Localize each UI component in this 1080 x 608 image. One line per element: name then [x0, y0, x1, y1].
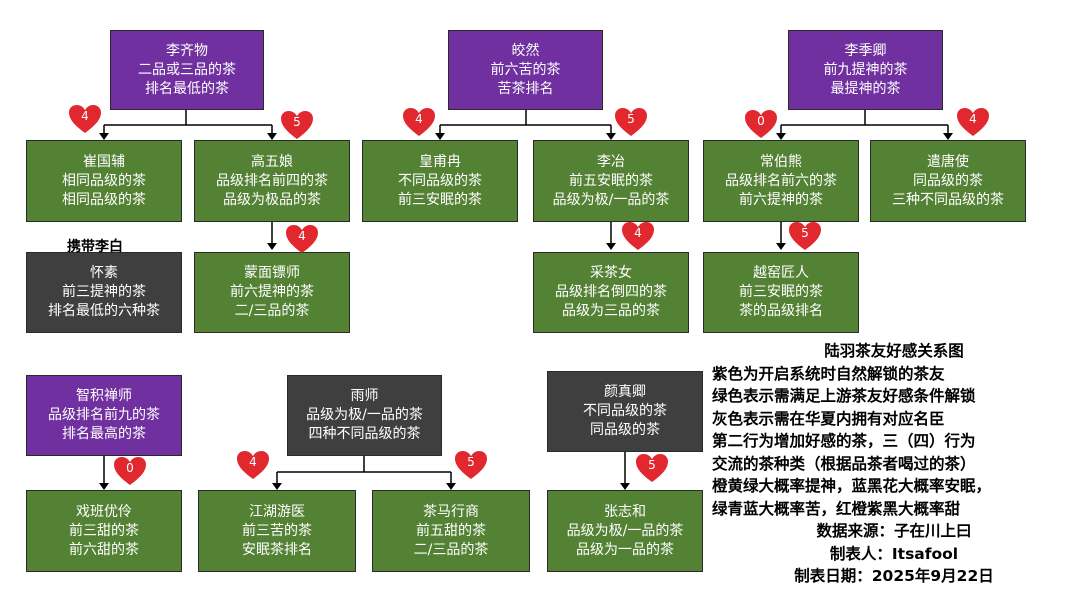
heart-icon: 0	[744, 109, 778, 139]
node-xiban: 戏班优伶 前三甜的茶 前六甜的茶	[26, 490, 182, 572]
heart-icon: 4	[956, 107, 990, 137]
legend-source: 数据来源：子在川上曰	[816, 522, 972, 540]
legend-line: 第二行为增加好感的茶，三（四）行为	[712, 432, 976, 450]
heart-icon: 5	[280, 110, 314, 140]
heart-icon: 4	[621, 221, 655, 251]
heart-icon: 4	[68, 104, 102, 134]
legend-line: 灰色表示需在华夏内拥有对应名臣	[712, 409, 945, 428]
node-mengmian: 蒙面镖师 前六提神的茶 二/三品的茶	[194, 252, 350, 333]
legend-date: 制表日期：2025年9月22日	[794, 567, 994, 585]
node-jianghu: 江湖游医 前三苦的茶 安眠茶排名	[198, 490, 356, 572]
node-cuiguofu: 崔国辅 相同品级的茶 相同品级的茶	[26, 140, 182, 222]
node-lijiqing: 李季卿 前九提神的茶 最提神的茶	[788, 30, 943, 110]
heart-icon: 5	[788, 221, 822, 251]
heart-icon: 4	[236, 450, 270, 480]
node-huangfuran: 皇甫冉 不同品级的茶 前三安眠的茶	[362, 140, 518, 222]
node-chama: 茶马行商 前五甜的茶 二/三品的茶	[372, 490, 530, 572]
node-liqiwu: 李齐物 二品或三品的茶 排名最低的茶	[110, 30, 264, 110]
heart-icon: 4	[285, 224, 319, 254]
node-zhangzhihe: 张志和 品级为极/一品的茶 品级为一品的茶	[547, 490, 703, 572]
heart-icon: 0	[113, 456, 147, 486]
node-changboxiong: 常伯熊 品级排名前六的茶 前六提神的茶	[703, 140, 859, 222]
legend-line: 绿色表示需满足上游茶友好感条件解锁	[712, 387, 976, 405]
heart-icon: 5	[454, 450, 488, 480]
carry-libai-label: 携带李白	[67, 239, 123, 255]
node-yushi: 雨师 品级为极/一品的茶 四种不同品级的茶	[287, 375, 442, 456]
legend-panel: 陆羽茶友好感关系图 紫色为开启系统时自然解锁的茶友 绿色表示需满足上游茶友好感条…	[712, 340, 1076, 588]
node-caichanv: 采茶女 品级排名倒四的茶 品级为三品的茶	[533, 252, 689, 333]
legend-line: 紫色为开启系统时自然解锁的茶友	[712, 364, 945, 383]
legend-line: 交流的茶种类（根据品茶者喝过的茶）	[712, 454, 976, 473]
legend-author: 制表人：Itsafool	[829, 544, 959, 563]
node-yueyao: 越窑匠人 前三安眠的茶 茶的品级排名	[703, 252, 859, 333]
node-liye: 李冶 前五安眠的茶 品级为极/一品的茶	[533, 140, 689, 222]
legend-line: 绿青蓝大概率苦，红橙紫黑大概率甜	[712, 499, 961, 518]
node-zhiji: 智积禅师 品级排名前九的茶 排名最高的茶	[26, 375, 182, 456]
heart-icon: 4	[402, 107, 436, 137]
heart-icon: 5	[635, 453, 669, 483]
legend-line: 橙黄绿大概率提神，蓝黑花大概率安眠，	[712, 477, 992, 495]
node-huaisu: 怀素 前三提神的茶 排名最低的六种茶	[26, 252, 182, 333]
node-qiantangshi: 遣唐使 同品级的茶 三种不同品级的茶	[870, 140, 1026, 222]
node-jiaoran: 皎然 前六苦的茶 苦茶排名	[448, 30, 603, 110]
node-yanzhenqing: 颜真卿 不同品级的茶 同品级的茶	[547, 371, 703, 452]
legend-title: 陆羽茶友好感关系图	[824, 342, 964, 360]
node-gaowuniang: 高五娘 品级排名前四的茶 品级为极品的茶	[194, 140, 350, 222]
heart-icon: 5	[614, 107, 648, 137]
